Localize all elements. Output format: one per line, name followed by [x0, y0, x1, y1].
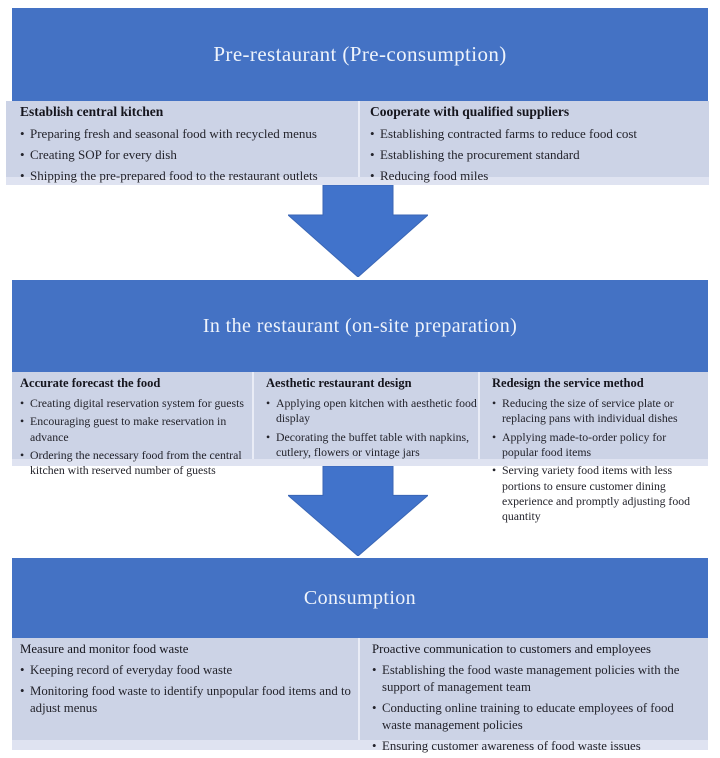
panel-bottom-strip [12, 459, 708, 466]
bullet-item: Creating digital reservation system for … [20, 396, 246, 412]
column-establish-central-kitchen: Establish central kitchen Preparing fres… [20, 104, 360, 185]
bullet-list: Reducing the size of service plate or re… [492, 396, 700, 525]
column-aesthetic-design: Aesthetic restaurant design Applying ope… [266, 376, 486, 460]
stage-title: Consumption [303, 586, 417, 609]
column-heading: Cooperate with qualified suppliers [370, 104, 570, 119]
bullet-list: Creating digital reservation system for … [20, 396, 246, 479]
column-cooperate-with-suppliers: Cooperate with qualified suppliers Estab… [370, 104, 702, 185]
bullet-item: Establishing contracted farms to reduce … [370, 125, 702, 142]
bullet-item: Ensuring customer awareness of food wast… [372, 738, 702, 755]
bullet-list: Establishing the food waste management p… [372, 662, 702, 754]
bullet-list: Preparing fresh and seasonal food with r… [20, 125, 360, 185]
stage-title: Pre-restaurant (Pre-consumption) [213, 42, 507, 66]
column-accurate-forecast: Accurate forecast the food Creating digi… [20, 376, 246, 479]
bullet-list: Keeping record of everyday food waste Mo… [20, 662, 352, 717]
stage-banner-pre-restaurant: Pre-restaurant (Pre-consumption) [12, 8, 708, 101]
column-heading: Proactive communication to customers and… [372, 642, 651, 656]
column-heading: Accurate forecast the food [20, 376, 161, 390]
bullet-item: Creating SOP for every dish [20, 146, 360, 163]
down-arrow-icon [288, 185, 428, 277]
bullet-item: Serving variety food items with less por… [492, 463, 700, 524]
stage-banner-consumption: Consumption [12, 558, 708, 638]
stage-title: In the restaurant (on-site preparation) [202, 314, 518, 337]
bullet-item: Decorating the buffet table with napkins… [266, 430, 486, 461]
bullet-item: Encouraging guest to make reservation in… [20, 414, 246, 445]
column-heading: Establish central kitchen [20, 104, 164, 119]
bullet-item: Shipping the pre-prepared food to the re… [20, 167, 360, 184]
bullet-item: Keeping record of everyday food waste [20, 662, 352, 679]
column-heading: Measure and monitor food waste [20, 642, 189, 656]
bullet-item: Establishing the procurement standard [370, 146, 702, 163]
bullet-item: Monitoring food waste to identify unpopu… [20, 683, 352, 717]
bullet-item: Reducing the size of service plate or re… [492, 396, 700, 427]
bullet-item: Reducing food miles [370, 167, 702, 184]
column-divider [252, 372, 254, 466]
bullet-item: Applying made-to-order policy for popula… [492, 430, 700, 461]
down-arrow-icon [288, 466, 428, 556]
bullet-item: Establishing the food waste management p… [372, 662, 702, 696]
bullet-item: Preparing fresh and seasonal food with r… [20, 125, 360, 142]
column-redesign-service-method: Redesign the service method Reducing the… [492, 376, 700, 525]
panel-bottom-strip [12, 740, 708, 750]
bullet-item: Conducting online training to educate em… [372, 700, 702, 734]
column-heading: Redesign the service method [492, 376, 644, 390]
bullet-list: Establishing contracted farms to reduce … [370, 125, 702, 185]
column-divider [358, 638, 360, 750]
bullet-item: Ordering the necessary food from the cen… [20, 448, 246, 479]
stage-banner-in-restaurant: In the restaurant (on-site preparation) [12, 280, 708, 372]
column-proactive-communication: Proactive communication to customers and… [372, 642, 702, 754]
bullet-list: Applying open kitchen with aesthetic foo… [266, 396, 486, 460]
column-divider [358, 101, 360, 185]
column-heading: Aesthetic restaurant design [266, 376, 412, 390]
bullet-item: Applying open kitchen with aesthetic foo… [266, 396, 486, 427]
column-measure-monitor-waste: Measure and monitor food waste Keeping r… [20, 642, 352, 717]
